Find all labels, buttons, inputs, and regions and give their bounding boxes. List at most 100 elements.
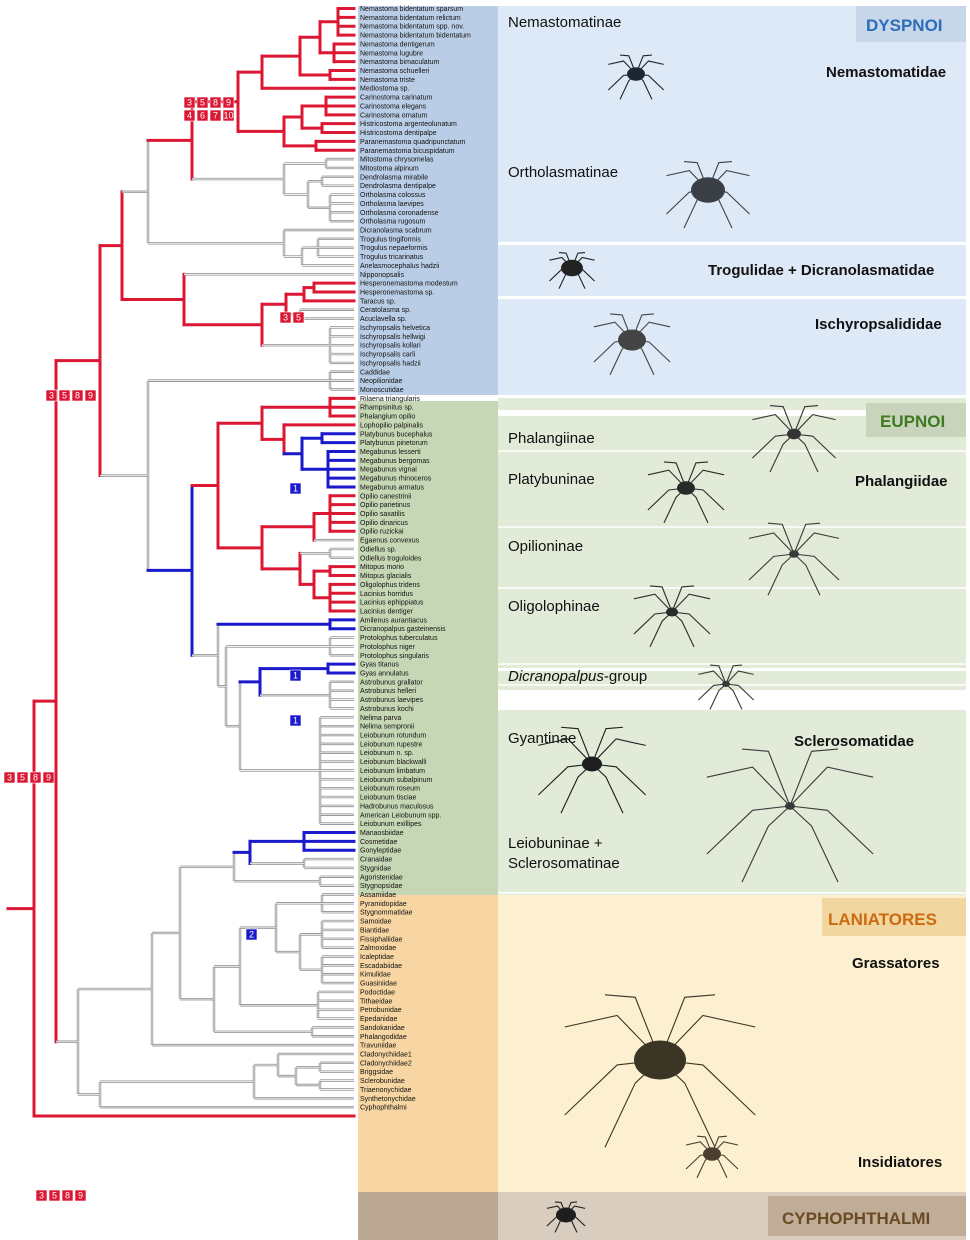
taxon-label: Gonyleptidae [360,848,401,855]
character-number: 5 [296,313,301,323]
taxon-label: Mitopus glacialis [360,573,412,580]
taxon-label: Ceratolasma sp. [360,307,411,314]
taxon-label: Oligolophus tridens [360,582,420,589]
harvestman-silhouette-opilioninae [748,522,840,596]
character-badge [29,771,42,784]
taxon-label: Cranaidae [360,857,392,864]
dyspnoi-label-box [856,6,966,42]
character-number: 3 [7,773,12,783]
subfamily-label: Opilioninae [508,538,583,555]
character-badge [35,1189,48,1202]
character-badge [61,1189,74,1202]
taxon-label: Megabunus rhinoceros [360,476,432,483]
character-badge [74,1189,87,1202]
taxon-label: Ortholasma colossus [360,192,426,199]
taxon-label: Epedanidae [360,1016,397,1023]
family-label: Grassatores [852,955,940,972]
character-badge [222,96,235,109]
taxon-label: Megabunus vignai [360,467,417,474]
taxon-label: Opilio parietinus [360,502,411,509]
taxon-label: Astrobunus grallator [360,679,423,686]
taxon-label: Stygnidae [360,865,391,872]
panel-gap [498,296,966,299]
taxon-label: Mitopus morio [360,564,404,571]
clade-panel-leaves [358,1192,498,1240]
taxon-label: Kimulidae [360,972,391,979]
taxon-label: Leiobunum exillipes [360,821,422,828]
character-badge [209,109,222,122]
taxon-label: Protolophus tuberculatus [360,635,438,642]
character-number: 8 [65,1191,70,1201]
taxon-label: Rhampsinitus sp. [360,405,414,412]
character-number: 9 [88,391,93,401]
taxon-label: Nemastoma dentigerum [360,41,435,48]
taxon-label: Carinostoma elegans [360,103,427,110]
panel-gap [498,242,966,245]
taxon-label: Assamiidae [360,892,396,899]
taxon-label: Sandokanidae [360,1025,405,1032]
taxon-label: Icaleptidae [360,954,394,961]
taxon-label: Podoctidae [360,989,395,996]
taxon-label: Nemastoma bidentatum spp. nov. [360,24,464,31]
clade-panel-leaves [358,6,498,395]
character-number: 2 [249,930,254,940]
taxon-label: Lacinius horridus [360,591,413,598]
character-badge [289,669,302,682]
taxon-label: Leiobunum subalpinum [360,777,433,784]
taxon-label: Travuniidae [360,1043,396,1050]
taxon-label: Fissiphaliidae [360,936,403,943]
family-label: Nemastomatidae [826,64,946,81]
taxon-label: Stygnopsidae [360,883,403,890]
panel-gap [498,410,966,416]
character-badge [183,96,196,109]
character-badge [289,482,302,495]
laniatores-label-box [822,898,966,936]
taxon-label: Sclerobunidae [360,1078,405,1085]
subfamily-label: Nemastomatinae [508,14,621,31]
character-number: 5 [62,391,67,401]
character-badge [48,1189,61,1202]
clade-panel-leaves [358,895,498,1192]
character-number: 5 [20,773,25,783]
taxon-label: Megabunus lesserti [360,449,421,456]
taxon-label: Nemastoma lugubre [360,50,423,57]
harvestman-silhouette-insidiatores [685,1135,739,1179]
taxon-label: Platybunus pinetorum [360,440,428,447]
character-number: 4 [187,111,192,121]
harvestman-silhouette-grassatores [564,994,756,1148]
character-number: 9 [226,98,231,108]
character-badge [16,771,29,784]
taxon-label: Neopilionidae [360,378,403,385]
taxon-label: American Leiobunum spp. [360,812,441,819]
group-label-eupnoi: EUPNOI [880,412,945,431]
taxon-label: Ischyropsalis hellwigi [360,334,426,341]
character-badge [3,771,16,784]
character-number: 5 [200,98,205,108]
taxon-label: Leiobunum tisciae [360,795,417,802]
taxon-label: Nemastoma bimaculatum [360,59,440,66]
taxon-label: Protolophus singularis [360,653,429,660]
character-badge [289,714,302,727]
subfamily-label: Ortholasmatinae [508,164,618,181]
character-number: 5 [52,1191,57,1201]
taxon-label: Dicranopalpus gasteinensis [360,626,446,633]
family-label: Trogulidae + Dicranolasmatidae [708,262,934,279]
character-badge [58,389,71,402]
taxon-label: Agoristenidae [360,874,403,881]
harvestman-silhouette-cyphophthalmi [546,1201,586,1233]
taxon-label: Cladonychiidae1 [360,1051,412,1058]
taxon-label: Egaenus convexus [360,538,420,545]
family-label: Ischyropsalididae [815,316,942,333]
taxon-label: Leiobunum limbatum [360,768,425,775]
taxon-label: Pyramidopidae [360,901,407,908]
character-number: 3 [39,1191,44,1201]
family-label: Phalangiidae [855,473,948,490]
character-number: 3 [49,391,54,401]
cyphophthalmi-label-box [768,1196,966,1236]
taxon-label: Histricostoma argenteolunatum [360,121,457,128]
taxon-label: Astrobunus helleri [360,688,416,695]
taxon-label: Megabunus armatus [360,484,424,491]
character-badge [196,96,209,109]
taxon-label: Rilaena triangularis [360,396,420,403]
